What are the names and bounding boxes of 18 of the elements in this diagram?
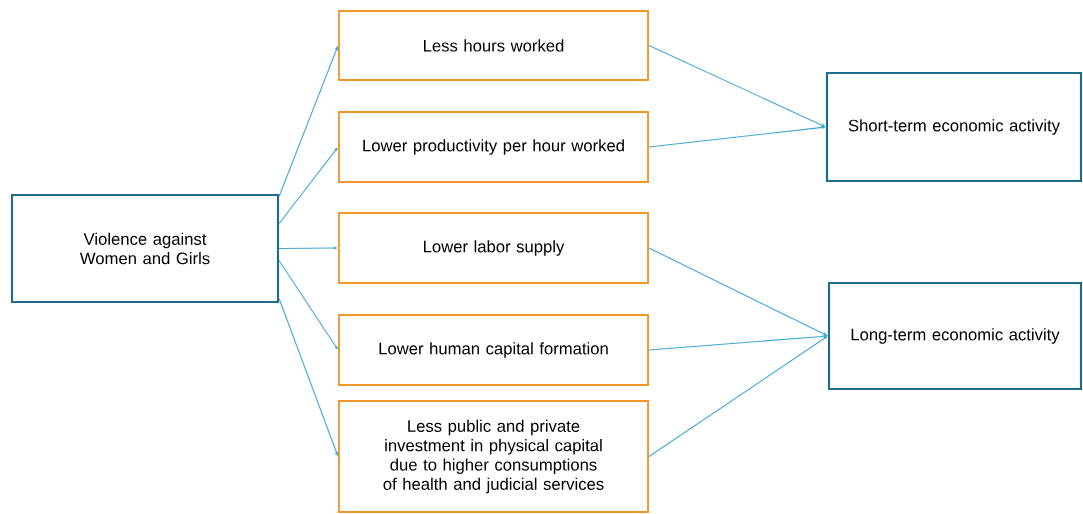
outcome-box: Long-term economic activity [827, 281, 1083, 391]
effect-box: Lower productivity per hour worked [338, 111, 649, 183]
arrow [648, 247, 828, 336]
arrow [278, 297, 339, 456]
outcome-box: Short-term economic activity [825, 71, 1083, 183]
arrow [648, 126, 826, 148]
arrow [648, 44, 826, 127]
arrow [278, 246, 338, 250]
arrow [278, 259, 338, 350]
effect-box: Lower labor supply [338, 212, 649, 284]
arrow [278, 46, 339, 198]
cause-box: Violence against Women and Girls [10, 193, 280, 304]
effect-box: Less public and private investment in physical capital due to higher consumptions of health and judicial services [338, 400, 649, 513]
arrow [648, 334, 828, 351]
effect-box: Lower human capital formation [338, 314, 649, 386]
arrow [648, 336, 828, 458]
effect-box: Less hours worked [338, 10, 649, 81]
arrow [278, 147, 338, 225]
